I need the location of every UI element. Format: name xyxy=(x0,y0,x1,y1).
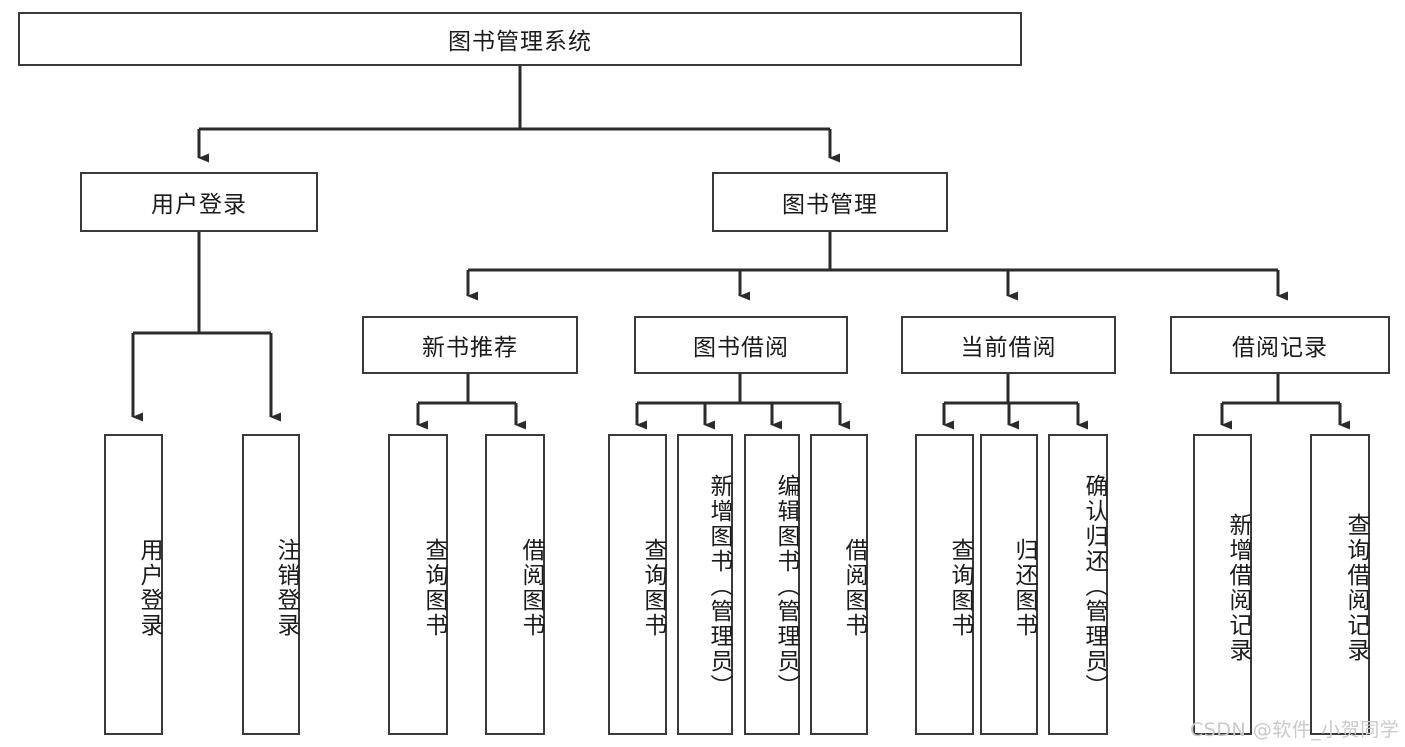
node-leaf-confirm-return-label: 确认归还（管理员） xyxy=(1081,474,1107,699)
node-leaf-query-record-label: 查询借阅记录 xyxy=(1343,512,1369,663)
node-user-login-label: 用户登录 xyxy=(151,192,247,218)
node-leaf-query-book-3-label: 查询图书 xyxy=(947,537,973,638)
node-book-borrow-label: 图书借阅 xyxy=(693,335,789,361)
node-leaf-edit-book-label: 编辑图书（管理员） xyxy=(773,474,799,699)
node-leaf-add-book-label: 新增图书（管理员） xyxy=(706,474,732,699)
node-leaf-user-login[interactable]: 用户登录 xyxy=(104,434,163,735)
node-leaf-user-login-label: 用户登录 xyxy=(136,537,162,638)
node-leaf-add-record[interactable]: 新增借阅记录 xyxy=(1193,434,1252,735)
node-current-borrow[interactable]: 当前借阅 xyxy=(901,316,1116,374)
node-leaf-add-book[interactable]: 新增图书（管理员） xyxy=(677,434,733,735)
node-leaf-add-record-label: 新增借阅记录 xyxy=(1225,512,1251,663)
node-leaf-logout-label: 注销登录 xyxy=(273,537,299,638)
node-current-borrow-label: 当前借阅 xyxy=(960,335,1057,361)
node-leaf-borrow-book-2[interactable]: 借阅图书 xyxy=(810,434,868,735)
node-leaf-query-record[interactable]: 查询借阅记录 xyxy=(1310,434,1370,735)
node-user-login[interactable]: 用户登录 xyxy=(80,172,318,232)
node-borrow-record[interactable]: 借阅记录 xyxy=(1170,316,1390,374)
node-book-borrow[interactable]: 图书借阅 xyxy=(634,316,848,374)
node-leaf-query-book-2[interactable]: 查询图书 xyxy=(608,434,667,735)
node-leaf-query-book-1-label: 查询图书 xyxy=(421,537,447,638)
node-leaf-borrow-book-1-label: 借阅图书 xyxy=(518,537,544,638)
node-leaf-query-book-1[interactable]: 查询图书 xyxy=(388,434,448,735)
node-root-label: 图书管理系统 xyxy=(448,29,592,55)
node-leaf-query-book-2-label: 查询图书 xyxy=(640,537,666,638)
node-leaf-borrow-book-2-label: 借阅图书 xyxy=(841,537,867,638)
node-borrow-record-label: 借阅记录 xyxy=(1232,335,1328,361)
node-new-book-recommend-label: 新书推荐 xyxy=(422,335,518,361)
node-leaf-edit-book[interactable]: 编辑图书（管理员） xyxy=(744,434,800,735)
node-book-management-label: 图书管理 xyxy=(782,192,878,218)
node-leaf-logout[interactable]: 注销登录 xyxy=(242,434,300,735)
node-leaf-query-book-3[interactable]: 查询图书 xyxy=(915,434,974,735)
node-root[interactable]: 图书管理系统 xyxy=(18,12,1022,66)
node-book-management[interactable]: 图书管理 xyxy=(712,172,948,232)
node-leaf-borrow-book-1[interactable]: 借阅图书 xyxy=(485,434,545,735)
node-leaf-return-book[interactable]: 归还图书 xyxy=(980,434,1038,735)
node-leaf-confirm-return[interactable]: 确认归还（管理员） xyxy=(1048,434,1108,735)
node-new-book-recommend[interactable]: 新书推荐 xyxy=(362,316,578,374)
node-leaf-return-book-label: 归还图书 xyxy=(1011,537,1037,638)
